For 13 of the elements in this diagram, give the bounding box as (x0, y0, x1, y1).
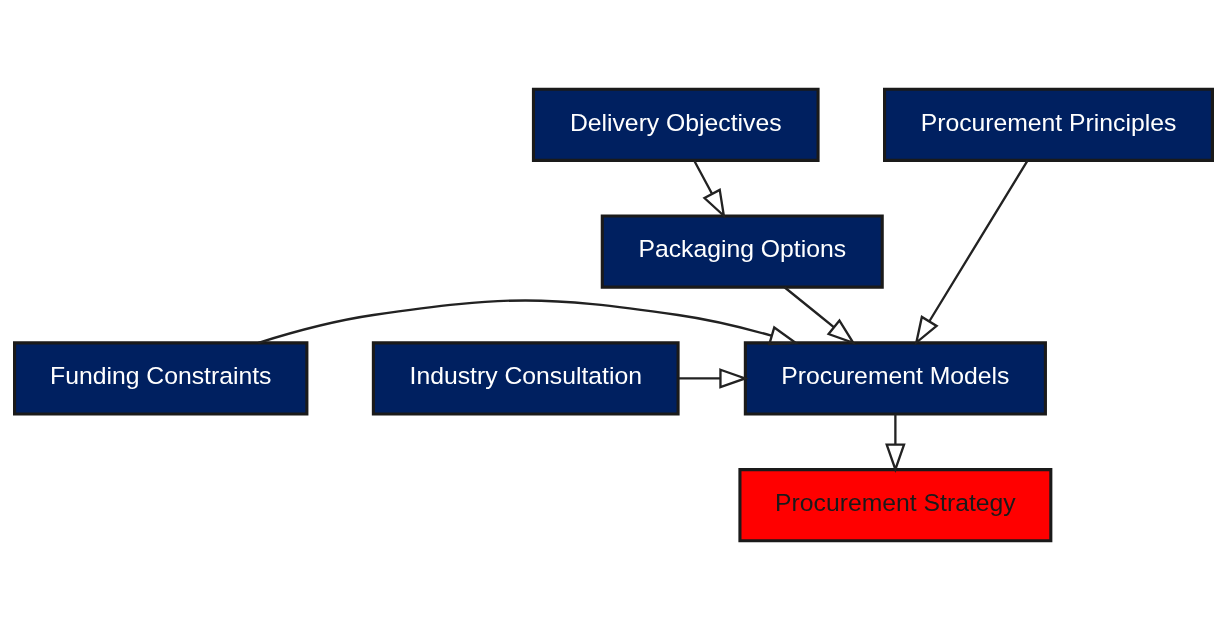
node-box: Procurement Models (743, 340, 1047, 416)
node-box: Packaging Options (600, 213, 884, 289)
node-box: Procurement Strategy (738, 467, 1053, 542)
arrow (693, 159, 726, 219)
node-box: Procurement Principles (883, 87, 1214, 162)
arrow (885, 413, 906, 473)
arrow (914, 159, 1029, 346)
arrow (678, 367, 749, 389)
node-box: Delivery Objectives (531, 87, 820, 162)
arrow (258, 298, 799, 345)
node-box: Funding Constraints (13, 340, 309, 416)
node-box: Industry Consultation (371, 340, 680, 416)
arrow (783, 285, 856, 345)
